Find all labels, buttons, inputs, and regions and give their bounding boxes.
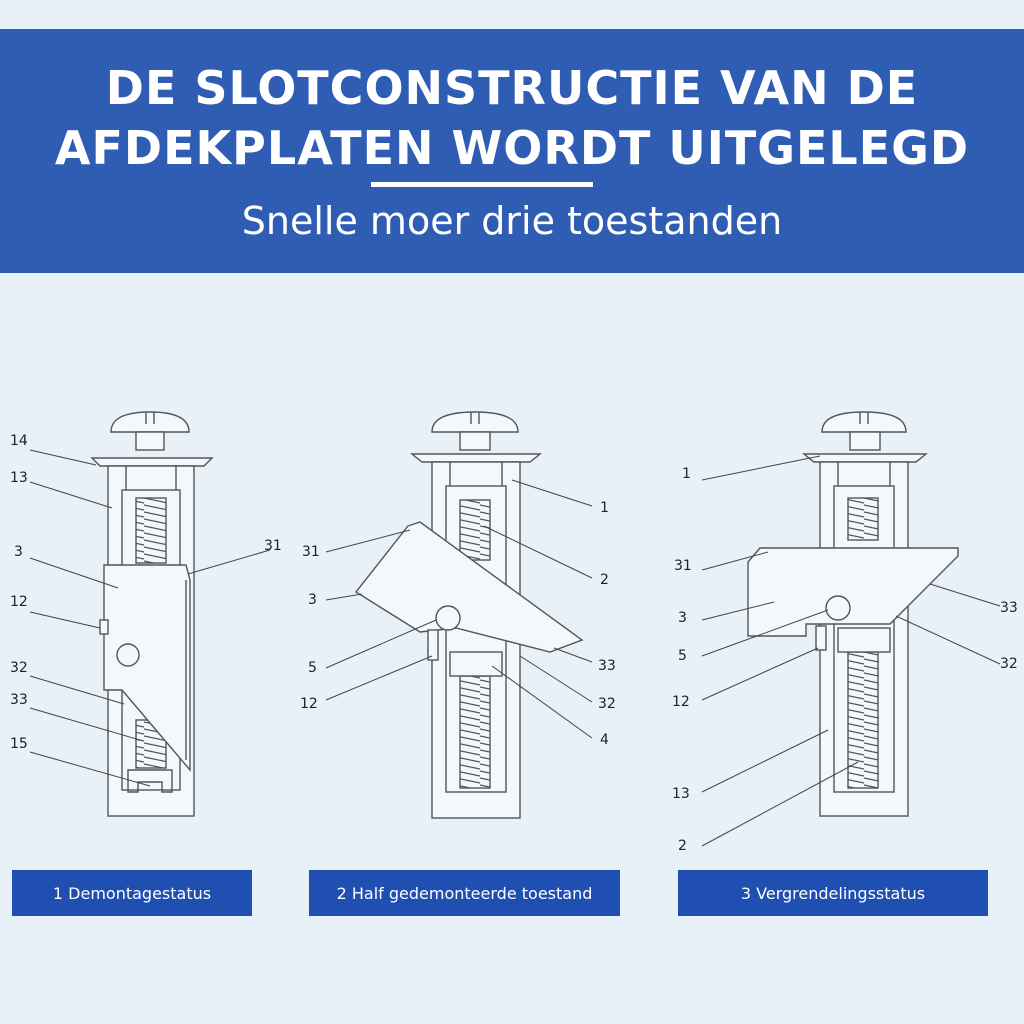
label-32: 32 xyxy=(1000,656,1018,672)
label-3: 3 xyxy=(678,610,687,626)
label-2: 2 xyxy=(678,838,687,854)
caption-locking-status: 3 Vergrendelingsstatus xyxy=(678,870,988,916)
label-31: 31 xyxy=(264,538,282,554)
label-32: 32 xyxy=(10,660,28,676)
label-12: 12 xyxy=(300,696,318,712)
label-12: 12 xyxy=(672,694,690,710)
label-3: 3 xyxy=(308,592,317,608)
diagram-2-labels: 31 3 5 12 1 2 33 32 4 xyxy=(300,500,616,748)
label-13: 13 xyxy=(10,470,28,486)
diagram-2-half-disassembled xyxy=(354,411,584,819)
label-33: 33 xyxy=(598,658,616,674)
subtitle: Snelle moer drie toestanden xyxy=(241,199,783,243)
label-14: 14 xyxy=(10,433,28,449)
caption-half-disassembled: 2 Half gedemonteerde toestand xyxy=(309,870,620,916)
title-line-1: DE SLOTCONSTRUCTIE VAN DE xyxy=(105,61,919,115)
title-divider xyxy=(371,182,593,187)
label-15: 15 xyxy=(10,736,28,752)
label-2: 2 xyxy=(600,572,609,588)
label-1: 1 xyxy=(600,500,609,516)
diagram-1-disassembly xyxy=(90,411,214,817)
label-4: 4 xyxy=(600,732,609,748)
label-31: 31 xyxy=(302,544,320,560)
label-12: 12 xyxy=(10,594,28,610)
caption-disassembly-status: 1 Demontagestatus xyxy=(12,870,252,916)
diagram-1-leaders xyxy=(29,449,271,787)
label-13: 13 xyxy=(672,786,690,802)
label-33: 33 xyxy=(1000,600,1018,616)
label-5: 5 xyxy=(308,660,317,676)
title-line-2: AFDEKPLATEN WORDT UITGELEGD xyxy=(54,121,970,175)
diagram-3-locked xyxy=(747,411,959,817)
diagram-3-leaders xyxy=(701,455,1001,847)
label-5: 5 xyxy=(678,648,687,664)
label-3: 3 xyxy=(14,544,23,560)
label-33: 33 xyxy=(10,692,28,708)
label-1: 1 xyxy=(682,466,691,482)
header-banner: DE SLOTCONSTRUCTIE VAN DE AFDEKPLATEN WO… xyxy=(0,29,1024,273)
diagram-1-labels: 14 13 3 12 32 33 15 31 xyxy=(10,433,282,752)
label-31: 31 xyxy=(674,558,692,574)
diagram-3-labels: 1 31 3 5 12 13 2 33 32 xyxy=(672,466,1018,854)
label-32: 32 xyxy=(598,696,616,712)
diagram-2-leaders xyxy=(325,479,593,739)
